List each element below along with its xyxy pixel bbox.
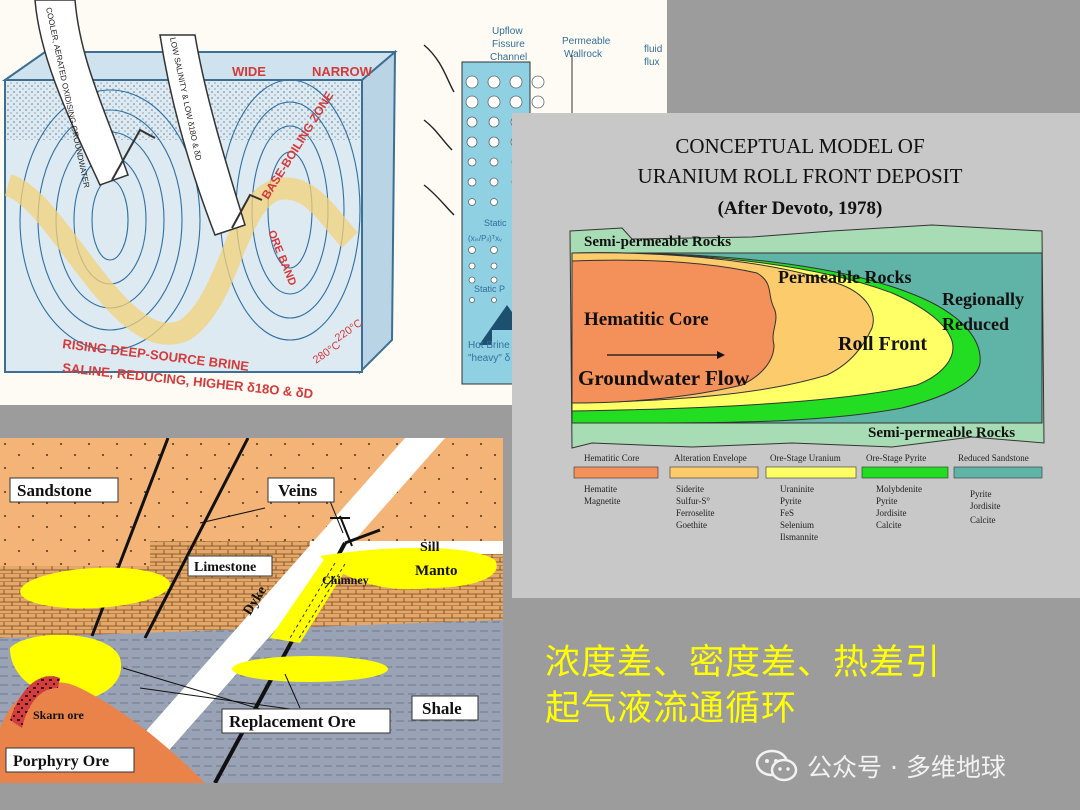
legend-swatch	[669, 466, 759, 479]
watermark-text: 公众号 · 多维地球	[807, 753, 1006, 782]
static-label: Static	[484, 218, 507, 228]
fluid-flux-label-1: fluid	[644, 44, 662, 55]
legend-title: Reduced Sandstone	[958, 453, 1029, 463]
skarn-ore-label: Skarn ore	[33, 708, 84, 722]
legend-item: Ilsmannite	[780, 532, 818, 542]
regionally-label-2: Reduced	[942, 314, 1009, 334]
sill-label: Sill	[420, 540, 440, 555]
legend-item: Goethite	[676, 520, 707, 530]
wide-label: WIDE	[232, 64, 266, 79]
caption: 浓度差、密度差、热差引 起气液流通循环	[545, 640, 941, 732]
regionally-label-1: Regionally	[942, 289, 1024, 309]
static-p-label: Static P	[474, 284, 505, 294]
semi-permeable-top-label: Semi-permeable Rocks	[584, 234, 731, 250]
upflow-label-2: Fissure	[492, 39, 525, 50]
legend-swatch	[953, 466, 1043, 479]
semi-permeable-bottom-label: Semi-permeable Rocks	[868, 425, 1015, 441]
fluid-flux-label-2: flux	[644, 57, 660, 68]
upflow-label-3: Channel	[490, 52, 527, 63]
legend-title: Ore-Stage Uranium	[770, 453, 841, 463]
legend-item: Uraninite	[780, 484, 814, 494]
hematitic-core-label: Hematitic Core	[584, 309, 709, 330]
watermark: 公众号 · 多维地球	[755, 748, 1006, 784]
narrow-label: NARROW	[312, 64, 373, 79]
legend-item: Selenium	[780, 520, 814, 530]
formula-label: (xᵢₛ/Pᵢₗ)ᵀxᵥ	[468, 234, 502, 243]
legend-item: Jordisite	[970, 501, 1001, 511]
roll-front-title-3: (After Devoto, 1978)	[718, 198, 883, 219]
legend-swatch	[765, 466, 857, 479]
permeable-rocks-label: Permeable Rocks	[778, 267, 911, 287]
caption-line-2: 起气液流通循环	[545, 689, 798, 729]
legend-item: Hematite	[584, 484, 617, 494]
porphyry-ore-label: Porphyry Ore	[13, 753, 109, 770]
roll-front-title-1: CONCEPTUAL MODEL OF	[675, 134, 924, 158]
legend-item: FeS	[780, 508, 794, 518]
limestone-label: Limestone	[194, 560, 256, 575]
hot-brine-label: Hot Brine	[468, 340, 510, 351]
legend-swatch	[861, 466, 949, 479]
legend-item: Magnetite	[584, 496, 621, 506]
wechat-icon	[755, 749, 798, 782]
legend-title: Hematitic Core	[584, 453, 639, 463]
legend-title: Ore-Stage Pyrite	[866, 453, 926, 463]
shale-label: Shale	[422, 699, 462, 718]
legend-alteration: Alteration Envelope Siderite Sulfur-S° F…	[669, 453, 759, 530]
legend-item: Pyrite	[876, 496, 898, 506]
legend-swatch	[573, 466, 659, 479]
legend-hematitic: Hematitic Core Hematite Magnetite	[573, 453, 659, 506]
legend-uranium: Ore-Stage Uranium Uraninite Pyrite FeS S…	[765, 453, 857, 542]
legend-item: Pyrite	[780, 496, 802, 506]
roll-front-diagram: CONCEPTUAL MODEL OF URANIUM ROLL FRONT D…	[512, 113, 1080, 598]
roll-front-label: Roll Front	[838, 333, 927, 355]
roll-front-title-2: URANIUM ROLL FRONT DEPOSIT	[638, 164, 963, 188]
legend-reduced: Reduced Sandstone Pyrite Jordisite Calci…	[953, 453, 1043, 525]
legend-item: Molybdenite	[876, 484, 922, 494]
caption-line-1: 浓度差、密度差、热差引	[545, 643, 942, 683]
heavy-label: "heavy" δ	[468, 353, 511, 364]
legend-item: Jordisite	[876, 508, 907, 518]
legend-item: Siderite	[676, 484, 704, 494]
porphyry-system-diagram: Sandstone Veins Sill Limestone Manto Chi…	[0, 438, 503, 783]
legend: Hematitic Core Hematite Magnetite Altera…	[573, 453, 1043, 542]
permeable-wallrock-label-2: Wallrock	[564, 49, 603, 60]
legend-item: Sulfur-S°	[676, 496, 710, 506]
groundwater-flow-label: Groundwater Flow	[578, 366, 750, 390]
legend-item: Pyrite	[970, 489, 992, 499]
sandstone-label: Sandstone	[17, 481, 92, 500]
veins-label: Veins	[278, 481, 317, 500]
replacement-ore-label: Replacement Ore	[229, 712, 356, 731]
chimney-label: Chimney	[322, 573, 369, 587]
legend-item: Calcite	[970, 515, 996, 525]
legend-pyrite: Ore-Stage Pyrite Molybdenite Pyrite Jord…	[861, 453, 949, 530]
legend-title: Alteration Envelope	[674, 453, 747, 463]
legend-item: Calcite	[876, 520, 902, 530]
upflow-label-1: Upflow	[492, 26, 523, 37]
legend-item: Ferroselite	[676, 508, 715, 518]
manto-label: Manto	[415, 563, 458, 579]
permeable-wallrock-label-1: Permeable	[562, 36, 611, 47]
